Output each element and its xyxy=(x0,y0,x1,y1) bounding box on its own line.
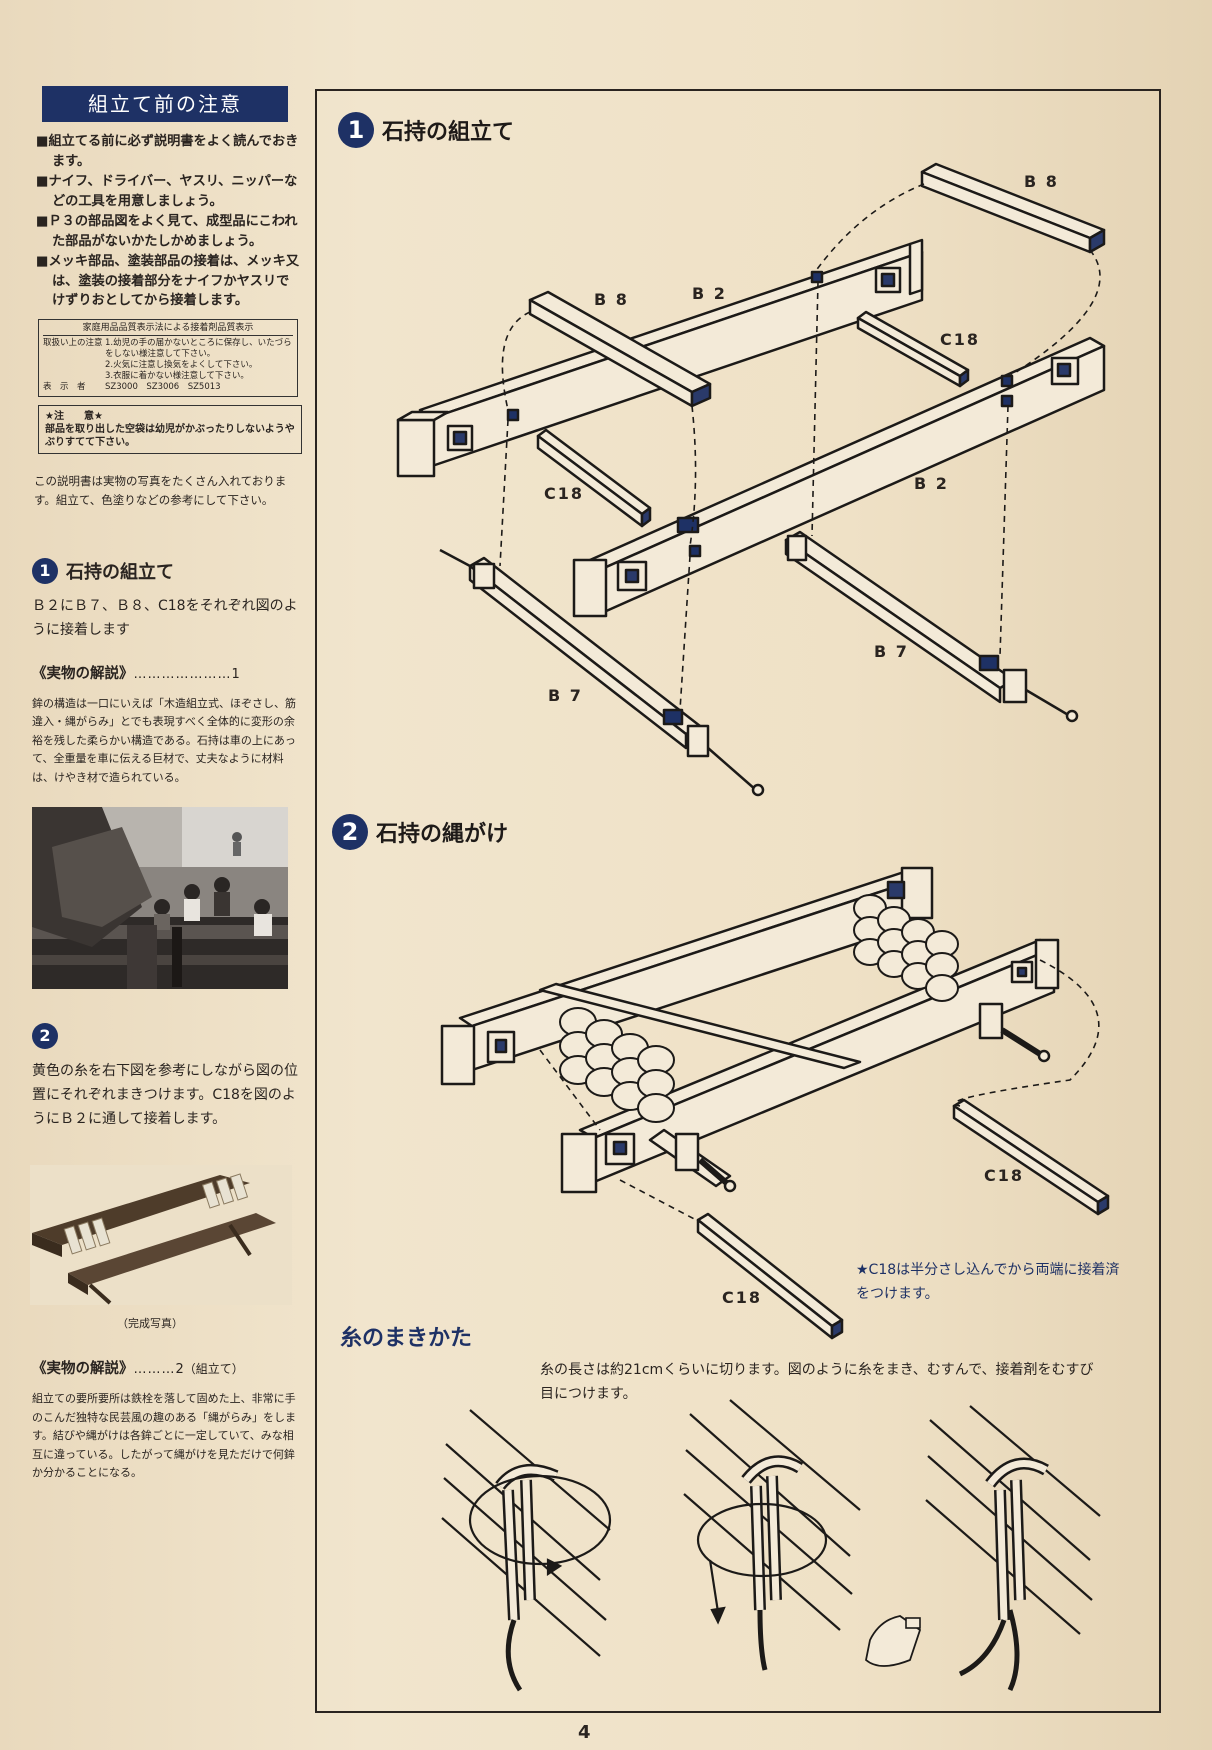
completed-photo-caption: （完成写真） xyxy=(117,1317,183,1330)
caution-text: 部品を取り出した空袋は幼児がかぶったりしないようやぶりすてて下さい。 xyxy=(45,423,295,448)
label-b2: B 2 xyxy=(692,284,727,303)
panel-heading-2-title: 石持の縄がけ xyxy=(376,822,509,847)
notice-title: 組立て前の注意 xyxy=(42,86,288,122)
kaisetsu-number: 2 xyxy=(175,1362,184,1377)
handling-lines: 1.幼児の手の届かないところに保存し、いたづらをしない様注意して下さい。 2.火… xyxy=(105,338,293,382)
assembly-guides xyxy=(499,183,1101,711)
label-b7: B 7 xyxy=(548,686,583,705)
label-b7: B 7 xyxy=(874,642,909,661)
label-c18: C18 xyxy=(544,484,585,503)
notice-list: ■組立てる前に必ず説明書をよく読んでおきます。 ■ナイフ、ドライバー、ヤスリ、ニ… xyxy=(36,132,302,311)
insertion-guides xyxy=(539,959,1100,1223)
handling-line: 3.衣服に着かない様注意して下さい。 xyxy=(105,370,249,381)
construction-photo xyxy=(32,807,288,989)
winding-instructions: 糸の長さは約21cmくらいに切ります。図のように糸をまき、むすんで、接着剤をむす… xyxy=(540,1362,1094,1402)
panel-heading-1-number: 1 xyxy=(338,112,374,148)
rope-bundle-back xyxy=(853,894,959,1002)
step1-kaisetsu-heading: 《実物の解説》…………………1 xyxy=(32,662,302,683)
kaisetsu-dots: ………………… xyxy=(133,666,232,682)
adhesive-label-title: 家庭用品品質表示法による接着剤品質表示 xyxy=(43,323,293,336)
label-b8: B 8 xyxy=(594,290,629,309)
panel-heading-2-number: 2 xyxy=(332,814,368,850)
label-c18: C18 xyxy=(984,1166,1025,1185)
notice-item: ■Ｐ３の部品図をよく見て、成型品にこわれた部品がないかたしかめましょう。 xyxy=(36,214,298,249)
label-c18: C18 xyxy=(722,1288,763,1307)
step2-kaisetsu-body: 組立ての要所要所は鉄栓を落して固めた上、非常に手のこんだ独特な民芸風の趣のある「… xyxy=(32,1392,296,1479)
maker-value: SZ3000 SZ3006 SZ5013 xyxy=(105,381,221,392)
winding-step-1 xyxy=(441,1409,612,1692)
notice-item: ■メッキ部品、塗装部品の接着は、メッキ又は、塗装の接着部分をナイフかヤスリでけず… xyxy=(36,254,300,308)
maker-row: 表 示 者 SZ3000 SZ3006 SZ5013 xyxy=(43,382,293,393)
kaisetsu-label: 《実物の解説》 xyxy=(32,1361,134,1377)
step1-heading: 1 石持の組立て xyxy=(32,557,302,584)
exploded-parts xyxy=(396,162,1106,797)
handling-row: 取扱い上の注意 1.幼児の手の届かないところに保存し、いたづらをしない様注意して… xyxy=(43,338,293,382)
caution-box: ★注 意★ 部品を取り出した空袋は幼児がかぶったりしないようやぶりすてて下さい。 xyxy=(38,404,302,454)
panel-heading-1-title: 石持の組立て xyxy=(382,120,515,145)
step1-body: Ｂ２にＢ７、Ｂ８、C18をそれぞれ図のように接着します xyxy=(32,597,298,638)
step2-heading: 2 xyxy=(32,1023,302,1049)
label-c18: C18 xyxy=(940,330,981,349)
left-column: 組立て前の注意 ■組立てる前に必ず説明書をよく読んでおきます。 ■ナイフ、ドライ… xyxy=(30,86,302,1483)
kaisetsu-number: 1 xyxy=(231,666,240,682)
adhesive-label-box: 家庭用品品質表示法による接着剤品質表示 取扱い上の注意 1.幼児の手の届かないと… xyxy=(38,318,298,397)
step1-kaisetsu-body: 鉾の構造は一口にいえば「木造組立式、ほぞさし、筋違入・縄がらみ」とでも表現すべく… xyxy=(32,696,296,784)
page-number: 4 xyxy=(578,1722,591,1743)
handling-line: 1.幼児の手の届かないところに保存し、いたづらをしない様注意して下さい。 xyxy=(105,337,292,359)
panel-heading-1: 1 石持の組立て xyxy=(338,112,514,148)
handling-key: 取扱い上の注意 xyxy=(43,337,103,348)
label-b2: B 2 xyxy=(914,474,949,493)
caution-title: ★注 意★ xyxy=(45,410,103,422)
step2-number: 2 xyxy=(32,1023,58,1049)
notice-item: ■組立てる前に必ず説明書をよく読んでおきます。 xyxy=(36,134,299,169)
notice-item: ■ナイフ、ドライバー、ヤスリ、ニッパーなどの工具を用意しましょう。 xyxy=(36,174,298,209)
label-b8: B 8 xyxy=(1024,172,1059,191)
kaisetsu-dots: ……… xyxy=(133,1362,176,1377)
step1-number: 1 xyxy=(32,557,58,584)
panel-heading-2: 2 石持の縄がけ xyxy=(332,814,508,850)
completed-photo xyxy=(30,1165,292,1305)
c18-note: ★C18は半分さし込んでから両端に接着済をつけます。 xyxy=(856,1262,1120,1302)
instruction-panel xyxy=(315,89,1161,1713)
kaisetsu-sub: （組立て） xyxy=(183,1362,244,1376)
handling-line: 2.火気に注意し換気をよくして下さい。 xyxy=(105,359,258,370)
winding-step-2 xyxy=(683,1399,861,1671)
step1-title: 石持の組立て xyxy=(66,561,174,583)
maker-key: 表 示 者 xyxy=(43,381,86,392)
step2-body: 黄色の糸を右下図を参考にしながら図の位置にそれぞれまきつけます。C18を図のよう… xyxy=(32,1063,298,1127)
rope-bundles xyxy=(559,894,959,1123)
rope-bundle-front xyxy=(559,1007,675,1123)
winding-step-3 xyxy=(865,1405,1101,1692)
intro-text: この説明書は実物の写真をたくさん入れております。組立て、色塗りなどの参考にして下… xyxy=(34,473,287,507)
kaisetsu-label: 《実物の解説》 xyxy=(32,665,134,682)
winding-title: 糸のまきかた xyxy=(340,1326,473,1351)
step2-kaisetsu-heading: 《実物の解説》………2（組立て） xyxy=(32,1357,302,1378)
